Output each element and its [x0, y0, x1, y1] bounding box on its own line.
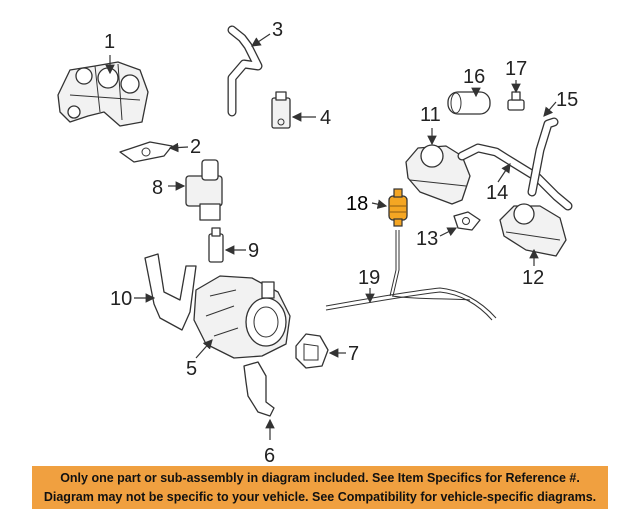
part-9-connector: [208, 227, 224, 263]
callout-8: 8: [152, 177, 163, 199]
part-12-check-valve: [499, 203, 567, 257]
callout-6: 6: [264, 445, 275, 462]
part-16-plug: [447, 91, 491, 115]
callout-11: 11: [420, 104, 441, 126]
callout-10: 10: [110, 288, 132, 310]
callout-4: 4: [320, 107, 331, 129]
part-5-air-pump: [193, 275, 291, 359]
part-7-clamp: [295, 333, 329, 369]
part-14-pipe: [457, 143, 573, 211]
part-2-gasket: [119, 141, 173, 163]
part-13-gasket: [453, 211, 481, 231]
part-8-solenoid: [185, 159, 223, 221]
callout-12: 12: [522, 267, 544, 289]
part-15-hose: [527, 117, 559, 197]
callout-2: 2: [190, 136, 201, 158]
callout-13: 13: [416, 228, 438, 250]
disclaimer-line-1: Only one part or sub-assembly in diagram…: [60, 471, 580, 485]
callout-7: 7: [348, 343, 359, 365]
parts-diagram: 1 2 3 4 8 9 10: [57, 19, 578, 462]
callout-5: 5: [186, 358, 197, 380]
disclaimer-banner: Only one part or sub-assembly in diagram…: [32, 466, 608, 509]
callout-14: 14: [486, 182, 508, 204]
callout-16: 16: [463, 66, 485, 88]
part-3-hose: [227, 25, 263, 117]
callout-3: 3: [272, 19, 283, 41]
callout-15: 15: [556, 89, 578, 111]
part-18-filter-highlighted: [388, 188, 408, 227]
callout-18: 18: [346, 193, 368, 215]
callout-19: 19: [358, 267, 380, 289]
callout-9: 9: [248, 240, 259, 262]
part-10-bracket: [144, 253, 197, 331]
part-17-valve-cap: [507, 91, 525, 111]
part-1-valve: [57, 61, 149, 127]
disclaimer-line-2: Diagram may not be specific to your vehi…: [43, 490, 597, 504]
callout-1: 1: [104, 31, 115, 53]
callout-17: 17: [505, 58, 527, 80]
part-19-vacuum-line: [325, 230, 497, 321]
part-4-sensor: [271, 91, 291, 129]
part-11-check-valve: [405, 144, 471, 205]
part-6-bracket: [243, 361, 275, 417]
